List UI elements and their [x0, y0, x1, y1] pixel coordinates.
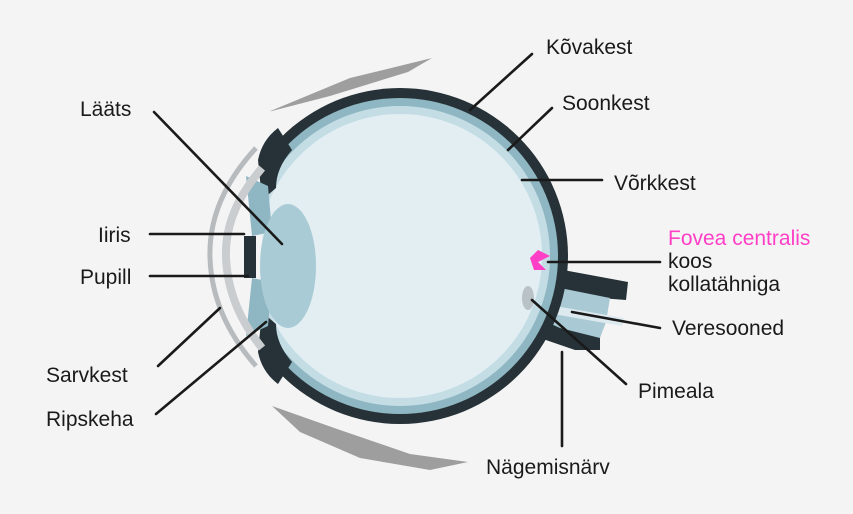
label-kovakest: Kõvakest — [546, 36, 633, 59]
cornea — [221, 165, 266, 351]
fovea-centralis-mark — [530, 250, 550, 270]
label-koos: koos — [668, 250, 712, 273]
upper-eyelid — [268, 58, 432, 112]
iris-upper — [246, 176, 272, 236]
label-fovea-centralis: Fovea centralis — [668, 227, 810, 250]
leader-laats — [152, 110, 284, 246]
label-ripskeha: Ripskeha — [46, 408, 134, 431]
leader-ripskeha — [154, 320, 268, 416]
label-nagemisnarv: Nägemisnärv — [486, 456, 610, 479]
ciliary-body-upper — [258, 128, 292, 200]
cornea-edge — [207, 146, 258, 368]
leader-kovakest — [468, 52, 534, 112]
leader-soonkest — [506, 106, 554, 152]
label-soonkest: Soonkest — [562, 92, 650, 115]
leader-veresooned — [570, 310, 662, 330]
ciliary-body-lower — [258, 312, 292, 384]
lower-eyelid — [272, 406, 468, 470]
label-iiris: Iiris — [98, 224, 131, 247]
label-sarvkest: Sarvkest — [46, 364, 128, 387]
leader-sarvkest — [156, 306, 222, 368]
label-pimeala: Pimeala — [638, 380, 714, 403]
label-pupill: Pupill — [80, 266, 131, 289]
blind-spot — [522, 286, 534, 310]
label-veresooned: Veresooned — [672, 317, 784, 340]
lens — [260, 204, 316, 328]
label-laats: Lääts — [80, 98, 131, 121]
pupil — [244, 236, 256, 278]
label-vorkkest: Võrkkest — [614, 172, 696, 195]
label-kollatahniga: kollatähniga — [668, 273, 780, 296]
leader-pimeala — [530, 298, 628, 386]
vitreous-body — [258, 114, 542, 398]
